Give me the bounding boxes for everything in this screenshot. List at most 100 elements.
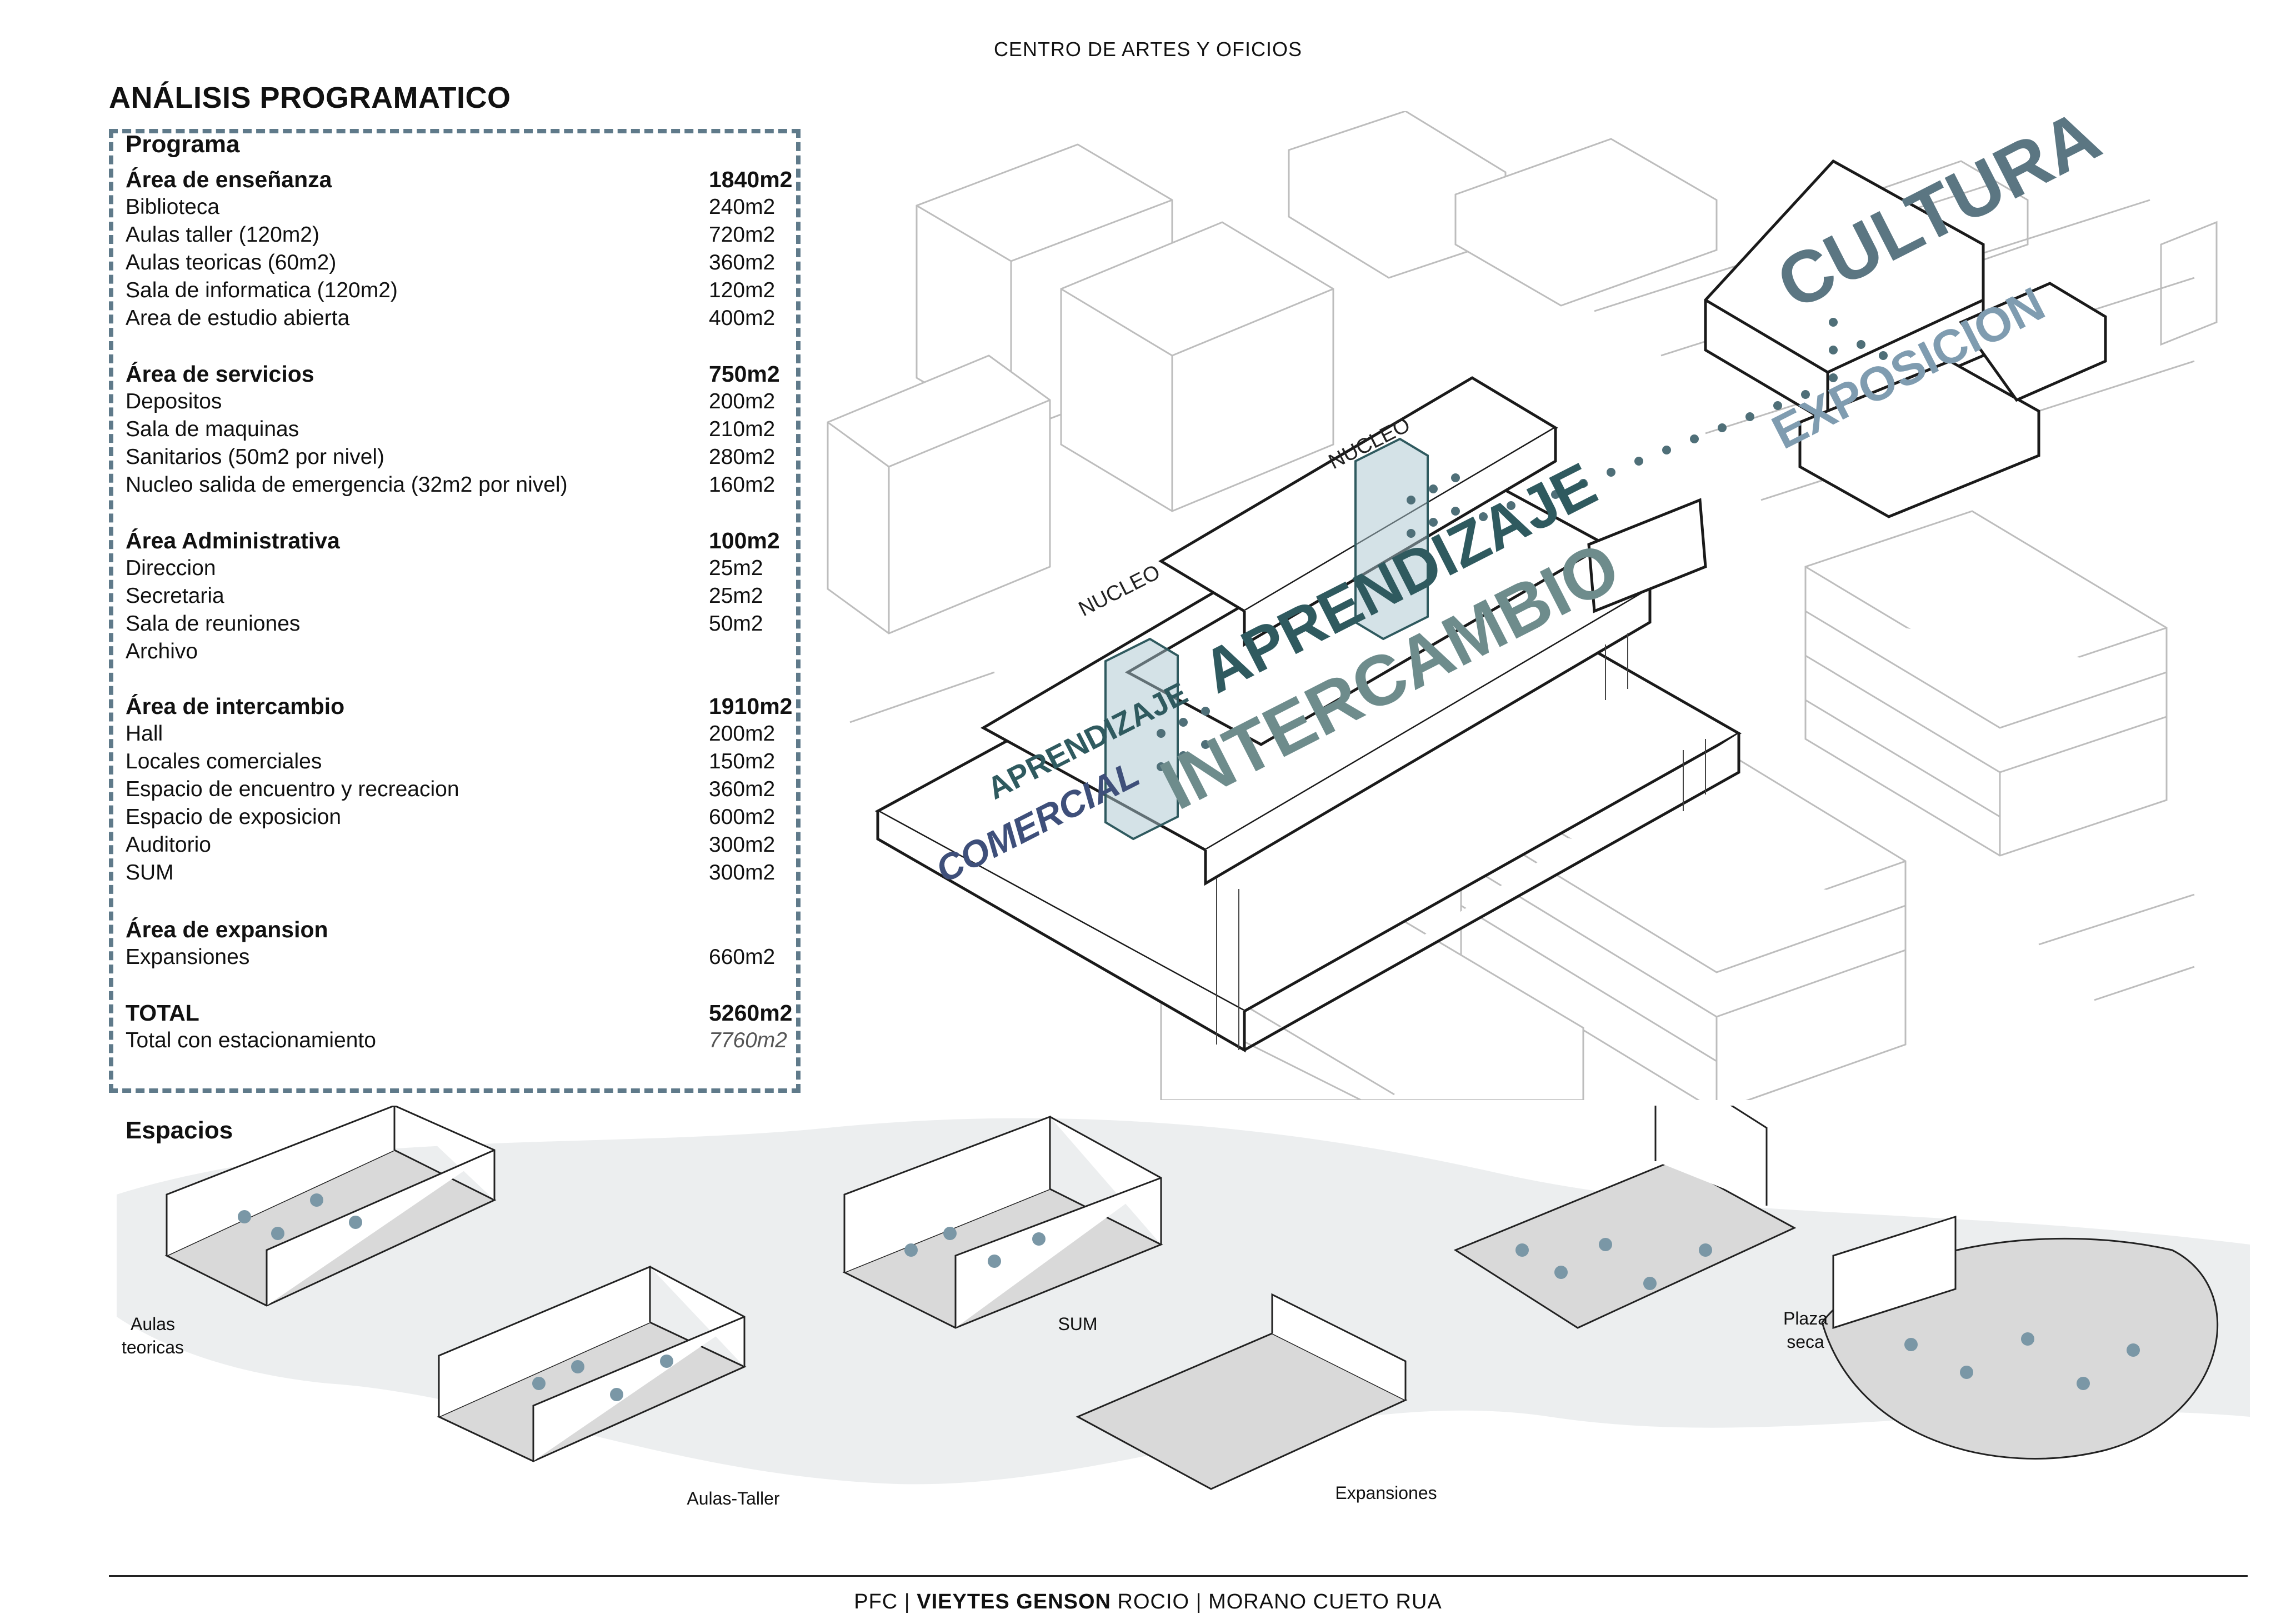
- program-item-area: 360m2: [709, 251, 776, 274]
- group-total: 100m2: [709, 528, 780, 553]
- program-item-label: Espacio de encuentro y recreacion: [126, 777, 459, 801]
- section-title: ANÁLISIS PROGRAMATICO: [109, 81, 511, 114]
- annex-building: [1704, 159, 2107, 518]
- program-item-label: Biblioteca: [126, 195, 220, 219]
- program-item-area: 25m2: [709, 556, 763, 580]
- program-item-label: Direccion: [126, 556, 216, 580]
- program-item-area: 25m2: [709, 584, 763, 608]
- label-sum: SUM: [1058, 1314, 1098, 1334]
- nucleo-volume-1: [1104, 637, 1179, 841]
- program-heading: Programa: [126, 131, 240, 158]
- program-row: Nucleo salida de emergencia (32m2 por ni…: [126, 471, 792, 499]
- total-area: 5260m2: [709, 1000, 793, 1026]
- project-title: CENTRO DE ARTES Y OFICIOS: [993, 38, 1303, 61]
- program-item-label: Aulas teoricas (60m2): [126, 251, 337, 274]
- total-parking-label: Total con estacionamiento: [126, 1028, 376, 1052]
- program-row: SUM 300m2: [126, 859, 792, 887]
- program-row: Area de estudio abierta 400m2: [126, 304, 792, 332]
- program-item-area: [709, 638, 792, 666]
- program-box: [109, 129, 801, 1093]
- program-item-label: Sala de maquinas: [126, 417, 299, 441]
- program-item-area: 200m2: [709, 722, 776, 746]
- program-row: Sala de informatica (120m2) 120m2: [126, 277, 792, 304]
- program-item-area: 660m2: [709, 945, 776, 969]
- axonometric-diagram: CULTURA EXPOSICION APRENDIZAJE APRENDIZA…: [827, 111, 2218, 1100]
- group-header: Área de expansion: [126, 916, 792, 943]
- group-name: Área de enseñanza: [126, 167, 332, 192]
- group-total: 1840m2: [709, 167, 793, 192]
- program-row: Archivo: [126, 638, 792, 666]
- footer-divider: [109, 1575, 2248, 1577]
- group-total: 1910m2: [709, 693, 793, 719]
- program-group-servicios: Área de servicios 750m2 Depositos 200m2 S…: [126, 360, 792, 499]
- program-item-label: Sala de reuniones: [126, 612, 301, 636]
- group-header: Área de intercambio 1910m2: [126, 692, 792, 720]
- total-row: TOTAL 5260m2: [126, 999, 792, 1027]
- group-name: Área de servicios: [126, 361, 314, 387]
- program-row: Depositos 200m2: [126, 388, 792, 416]
- program-item-label: SUM: [126, 861, 174, 885]
- group-header: Área de servicios 750m2: [126, 360, 792, 388]
- program-item-label: Nucleo salida de emergencia (32m2 por ni…: [126, 473, 568, 497]
- sketch-sum: [842, 1115, 1163, 1329]
- program-row: Biblioteca 240m2: [126, 193, 792, 221]
- sketch-expansiones: [1076, 1293, 1408, 1490]
- program-item-label: Sala de informatica (120m2): [126, 278, 398, 302]
- espacios-title: Espacios: [126, 1117, 233, 1144]
- label-nucleo-1: NUCLEO: [1075, 561, 1164, 621]
- sketch-plaza-seca: [1453, 1106, 1797, 1329]
- program-group-expansion: Área de expansion Expansiones 660m2: [126, 916, 792, 971]
- program-item-area: 360m2: [709, 777, 776, 801]
- group-name: Área de intercambio: [126, 693, 345, 719]
- program-row: Aulas teoricas (60m2) 360m2: [126, 249, 792, 277]
- total-parking-area: 7760m2: [709, 1028, 787, 1052]
- program-item-label: Archivo: [126, 639, 198, 663]
- program-item-area: 240m2: [709, 195, 776, 219]
- program-item-label: Area de estudio abierta: [126, 306, 350, 330]
- facade-hatching: [1216, 633, 1706, 1050]
- label-plaza-seca: Plaza seca: [1783, 1308, 1828, 1352]
- program-item-label: Locales comerciales: [126, 749, 322, 773]
- group-header: Área de enseñanza 1840m2: [126, 166, 792, 193]
- program-item-area: 120m2: [709, 278, 776, 302]
- program-row: Expansiones 660m2: [126, 943, 792, 971]
- program-item-area: 300m2: [709, 833, 776, 857]
- program-row: Sanitarios (50m2 por nivel) 280m2: [126, 443, 792, 471]
- program-item-label: Expansiones: [126, 945, 250, 969]
- program-item-area: 300m2: [709, 861, 776, 885]
- program-row: Auditorio 300m2: [126, 831, 792, 859]
- total-label: TOTAL: [126, 1000, 199, 1026]
- espacios-sketches: [117, 1106, 2250, 1490]
- program-item-label: Aulas taller (120m2): [126, 223, 319, 247]
- program-row: Direccion 25m2: [126, 554, 792, 582]
- footer-prefix: PFC |: [854, 1590, 917, 1613]
- program-item-area: 400m2: [709, 306, 776, 330]
- program-row: Locales comerciales 150m2: [126, 748, 792, 776]
- group-name: Área de expansion: [126, 917, 328, 942]
- program-item-area: 150m2: [709, 749, 776, 773]
- program-item-label: Secretaria: [126, 584, 224, 608]
- sketch-aulas-teoricas: [164, 1106, 497, 1307]
- program-item-area: 280m2: [709, 445, 776, 469]
- program-row: Secretaria 25m2: [126, 582, 792, 610]
- group-header: Área Administrativa 100m2: [126, 527, 792, 554]
- program-item-label: Sanitarios (50m2 por nivel): [126, 445, 385, 469]
- program-item-area: 200m2: [709, 389, 776, 413]
- program-group-ensenanza: Área de enseñanza 1840m2 Biblioteca 240m2…: [126, 166, 792, 332]
- program-row: Aulas taller (120m2)720m2: [126, 221, 792, 249]
- nucleo-volumes: [1104, 437, 1429, 841]
- total-parking-row: Total con estacionamiento 7760m2: [126, 1027, 792, 1055]
- label-expansiones: Expansiones: [1335, 1483, 1437, 1503]
- footer-author-rest: ROCIO | MORANO CUETO RUA: [1111, 1590, 1442, 1613]
- program-item-label: Depositos: [126, 389, 222, 413]
- nucleo-volume-2: [1354, 437, 1429, 641]
- program-item-label: Auditorio: [126, 833, 211, 857]
- sketch-patio: [1821, 1215, 2219, 1460]
- group-total: 750m2: [709, 361, 780, 387]
